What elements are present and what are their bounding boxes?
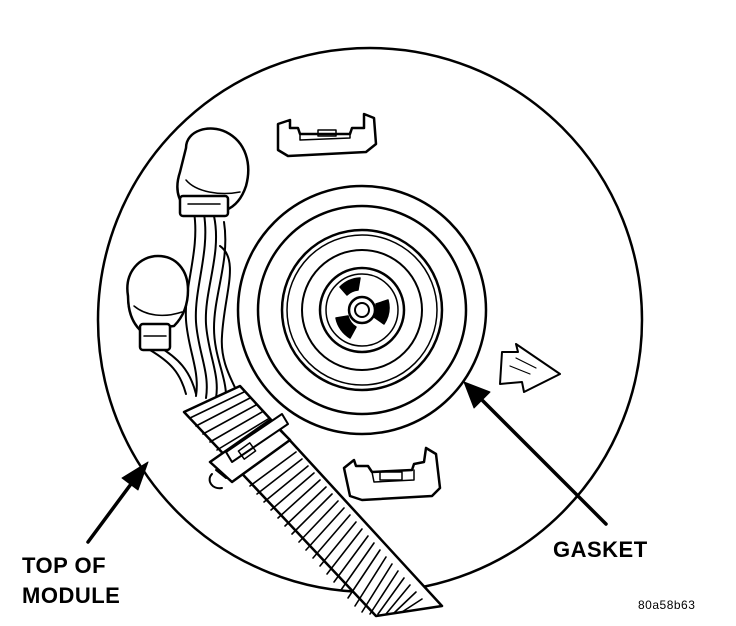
top-of-module-label-line2: MODULE xyxy=(22,583,121,608)
lower-clip xyxy=(342,446,442,502)
gasket-label: GASKET xyxy=(553,537,648,562)
upper-connector xyxy=(176,127,250,218)
conduit-clamp xyxy=(208,413,292,490)
top-of-module-label-line1: TOP OF xyxy=(22,553,107,578)
wiring-bundle xyxy=(149,211,239,399)
lower-connector xyxy=(126,254,190,352)
top-of-module-leader xyxy=(86,461,149,544)
direction-arrow xyxy=(499,343,561,393)
figure-code: 80a58b63 xyxy=(638,598,696,612)
gasket-leader xyxy=(463,381,608,526)
gasket-assembly xyxy=(236,184,488,436)
upper-clip xyxy=(276,112,378,158)
